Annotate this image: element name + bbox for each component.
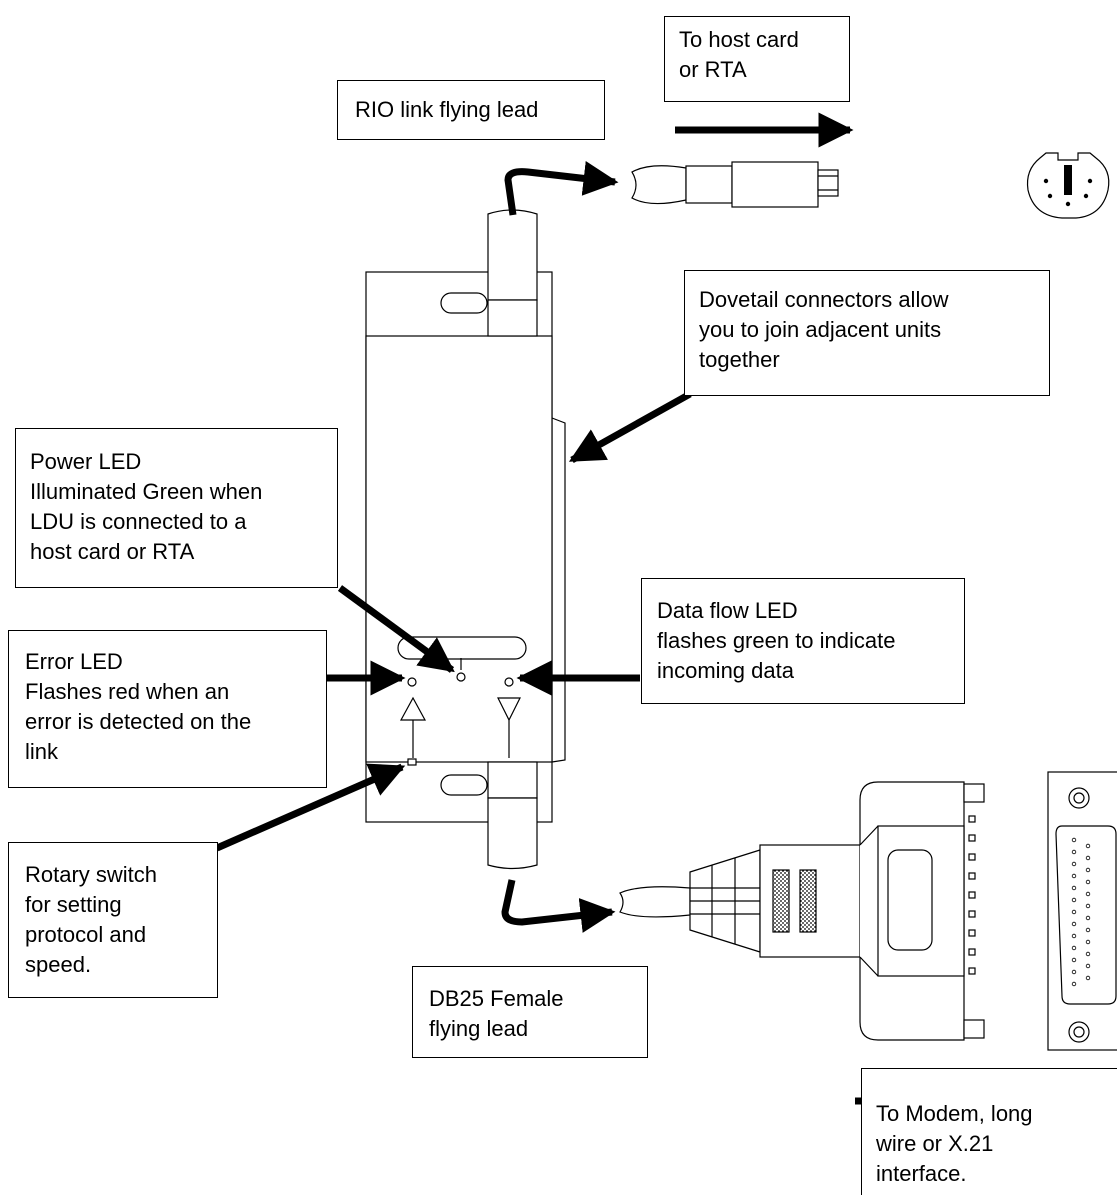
data-flow-label: Data flow LED flashes green to indicate … xyxy=(641,578,965,704)
led-indicators xyxy=(399,658,521,766)
error-led-line-2: Flashes red when an xyxy=(25,679,230,704)
dovetail-line-2: you to join adjacent units xyxy=(699,317,942,342)
db25-lead-label: DB25 Female flying lead xyxy=(412,966,648,1058)
power-led-line-2: Illuminated Green when xyxy=(30,479,263,504)
down-triangle-icon xyxy=(497,697,521,722)
error-led-line-3: error is detected on the xyxy=(25,709,252,734)
rio-plug-icon xyxy=(631,161,839,208)
modem-label: To Modem, long wire or X.21 interface. xyxy=(861,1068,1117,1195)
rotary-line-2: for setting xyxy=(25,892,122,917)
rotary-switch-arrow xyxy=(215,763,406,852)
data-flow-line-2: flashes green to indicate xyxy=(657,628,896,653)
data-flow-line-3: incoming data xyxy=(657,658,794,683)
data-flow-led xyxy=(504,677,514,687)
db25-lead-arrow xyxy=(501,879,616,933)
rio-lead-label: RIO link flying lead xyxy=(337,80,605,140)
error-led xyxy=(407,677,417,687)
error-led-label: Error LED Flashes red when an error is d… xyxy=(8,630,327,788)
power-led-line-4: host card or RTA xyxy=(30,539,195,564)
db25-line-2: flying lead xyxy=(429,1016,529,1041)
db25-line-1: DB25 Female xyxy=(429,986,564,1011)
power-led-line-1: Power LED xyxy=(30,449,142,474)
rotary-switch xyxy=(407,758,417,766)
rio-lead-arrow xyxy=(504,161,619,216)
error-led-line-4: link xyxy=(25,739,59,764)
power-led-line-3: LDU is connected to a xyxy=(30,509,247,534)
dovetail-line-3: together xyxy=(699,347,780,372)
dovetail-line-1: Dovetail connectors allow xyxy=(699,287,949,312)
modem-line-1: To Modem, long xyxy=(876,1101,1033,1126)
rotary-line-4: speed. xyxy=(25,952,92,977)
rotary-line-1: Rotary switch xyxy=(25,862,158,887)
error-led-line-1: Error LED xyxy=(25,649,123,674)
host-card-line-2: or RTA xyxy=(679,57,747,82)
power-led-label: Power LED Illuminated Green when LDU is … xyxy=(15,428,338,588)
rotary-switch-label: Rotary switch for setting protocol and s… xyxy=(8,842,218,998)
power-led-arrow xyxy=(337,585,455,673)
data-flow-line-1: Data flow LED xyxy=(657,598,798,623)
modem-line-3: interface. xyxy=(876,1161,967,1186)
rio-lead-line-1: RIO link flying lead xyxy=(355,97,539,122)
mini-din-connector-icon xyxy=(1026,152,1110,219)
rotary-line-3: protocol and xyxy=(25,922,147,947)
power-led xyxy=(456,672,466,682)
db25-female-connector-icon xyxy=(1047,771,1117,1051)
modem-line-2: wire or X.21 xyxy=(876,1131,994,1156)
host-card-line-1: To host card xyxy=(679,27,799,52)
dovetail-arrow xyxy=(568,390,692,464)
db25-plug-icon xyxy=(619,781,985,1041)
dovetail-label: Dovetail connectors allow you to join ad… xyxy=(684,270,1050,396)
host-card-label: To host card or RTA xyxy=(664,16,850,102)
